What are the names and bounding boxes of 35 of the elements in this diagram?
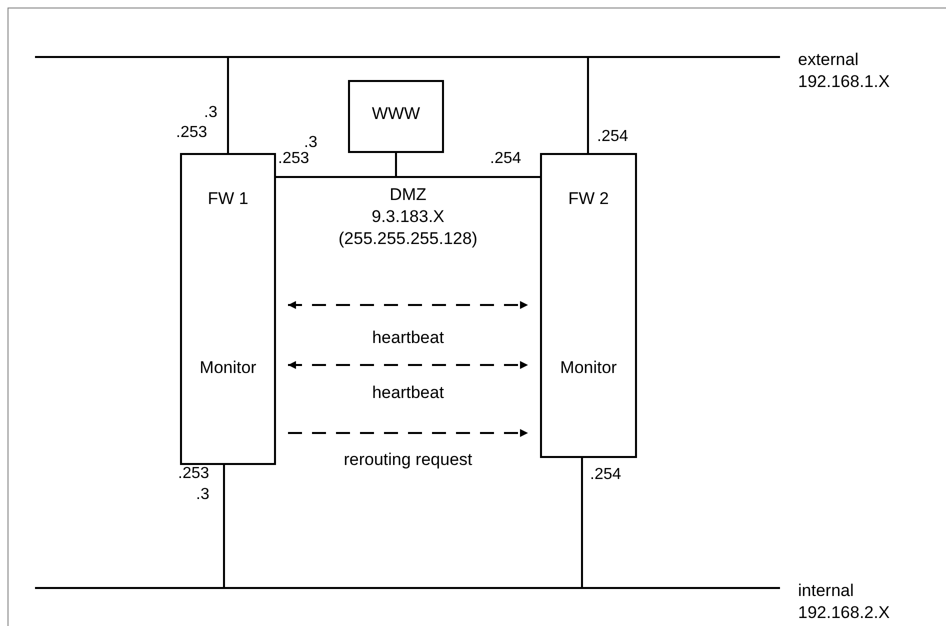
network-line	[35, 56, 780, 58]
network-line	[35, 587, 780, 589]
device-box	[540, 153, 637, 458]
network-label: 9.3.183.X	[370, 206, 446, 228]
device-name: FW 1	[208, 189, 248, 208]
dashed-arrow	[288, 301, 528, 309]
device-name: FW 2	[568, 189, 609, 208]
network-label: 192.168.1.X	[798, 71, 891, 93]
address-label: .254	[490, 150, 522, 168]
device-box	[180, 153, 276, 465]
network-label: DMZ	[388, 184, 428, 206]
dashed-arrow	[288, 361, 528, 369]
network-line	[275, 176, 540, 178]
address-label: .253	[278, 150, 310, 168]
connector-line	[587, 58, 589, 153]
dashed-arrow	[288, 429, 528, 437]
address-label: .3	[196, 486, 210, 504]
device-box	[348, 80, 444, 153]
device-role: Monitor	[198, 358, 258, 377]
connector-line	[227, 58, 229, 153]
network-label: 192.168.2.X	[798, 602, 891, 624]
network-label: external	[798, 49, 860, 71]
address-label: .253	[178, 465, 210, 483]
address-label: .254	[590, 466, 622, 484]
address-label: .254	[597, 128, 628, 146]
network-label: internal	[798, 580, 855, 602]
address-label: .3	[204, 104, 218, 122]
connector-line	[581, 458, 583, 587]
address-label: .3	[304, 134, 318, 152]
address-label: .253	[176, 124, 208, 142]
connector-line	[223, 465, 225, 587]
connector-line	[395, 153, 397, 176]
network-label: (255.255.255.128)	[338, 228, 478, 250]
device-role: Monitor	[559, 358, 618, 377]
device-name: WWW	[372, 104, 420, 123]
